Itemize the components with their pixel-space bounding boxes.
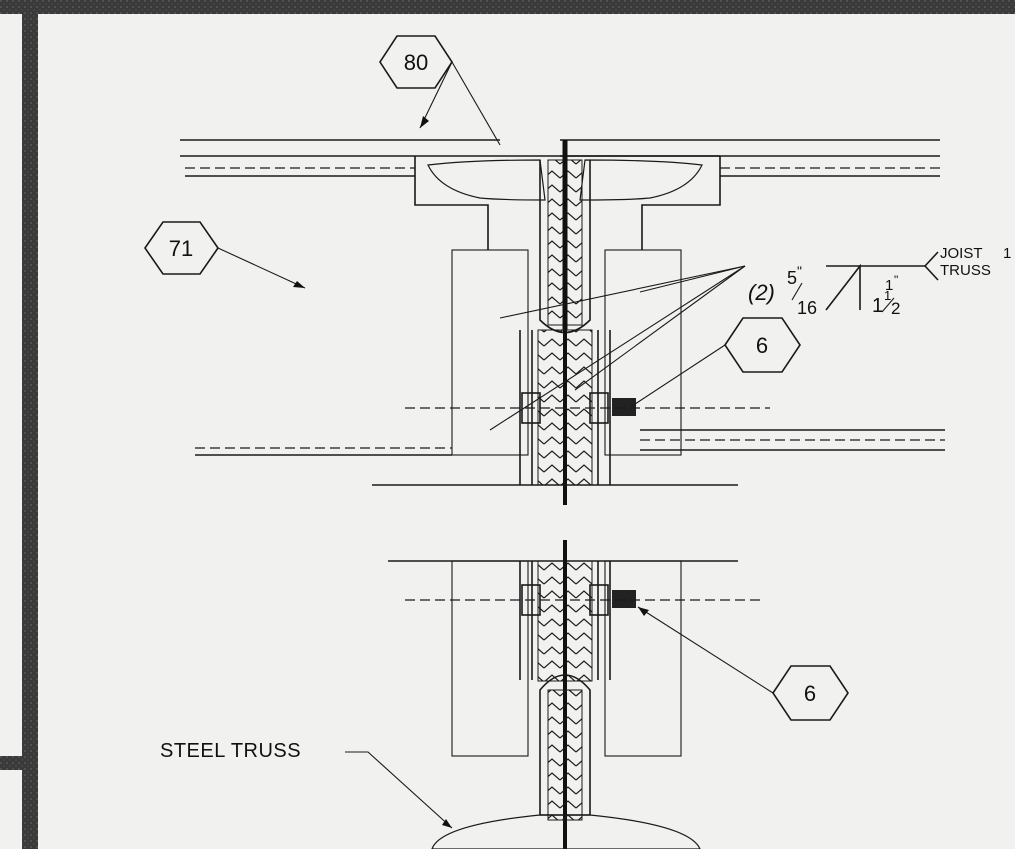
callout-6-bottom: 6 [637,606,849,721]
left-border [22,0,38,849]
weld-length-numerator: 1 [885,277,893,294]
callout-80-number: 80 [404,50,428,75]
left-border-tick [0,756,30,770]
joist-label-line1: JOIST [940,245,983,262]
callout-71-number: 71 [169,236,193,261]
callout-6-bottom-number: 6 [804,681,816,706]
callout-71: 71 [144,221,306,289]
joist-label-suffix: 1 [1003,245,1011,262]
callout-6-top-number: 6 [756,333,768,358]
weld-size-denominator: 16 [797,298,817,318]
steel-truss-text: STEEL TRUSS [160,740,301,762]
weld-pitch-whole: 1 [872,295,883,317]
callout-80: 80 [379,35,501,146]
callout-6-top: 6 [631,317,801,407]
weld-size-numerator: 5 [787,268,797,288]
weld-symbol: (2) 5 " 16 1 " 1 1 2 JOIST TRUSS 1 [748,245,1011,318]
bottom-assembly [388,540,760,849]
weld-pitch-numerator: 1 [884,288,891,303]
weld-count: (2) [748,280,775,305]
weld-length-inch: " [894,273,898,287]
joist-label-line2: TRUSS [940,262,991,279]
top-assembly [180,139,945,505]
weld-pitch-denominator: 2 [891,299,900,318]
steel-truss-label: STEEL TRUSS [160,740,453,829]
weld-size-inch: " [797,263,802,279]
top-border [0,0,1015,14]
